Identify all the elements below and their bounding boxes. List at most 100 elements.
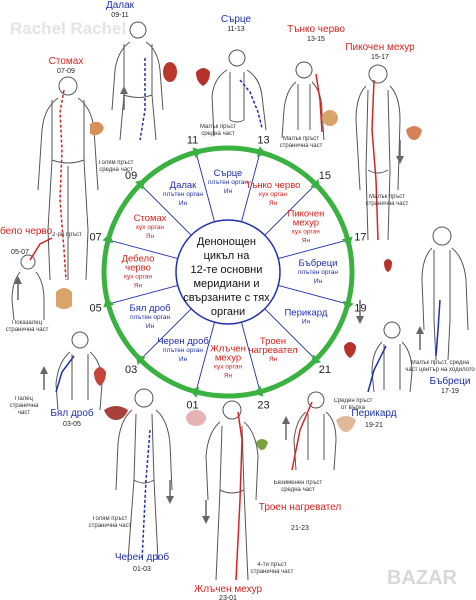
note-second-toe: 2-ри пръст [52,232,82,238]
outer-time-kidney: 17-19 [441,388,459,395]
sector-name: Бъбреци [299,258,338,269]
hour-label-09: 09 [125,170,137,182]
note-little-finger-side: Малък пръст странична част [279,136,323,149]
outer-label-large-intestine: Дебело черво [0,225,53,237]
heart-organ-icon [196,68,210,86]
outer-time-large-intestine: 05-07 [11,249,29,256]
center-line-6: органи [211,306,245,318]
hour-labels: 111315171921230103050709 [90,135,367,412]
sector-name: мехур [215,353,241,364]
outer-time-small-intestine: 13-15 [307,36,325,43]
sector-divider-line [140,184,192,236]
sector-dividers [108,152,348,392]
sector-detail: Ин [302,319,311,326]
sector-name: черво [125,263,151,274]
sector-divider-line [278,285,348,305]
outer-label-bladder: Пикочен мехур [345,42,415,53]
sector-name: Жлъчен [210,344,246,355]
sector-name: Дебело [122,254,155,265]
sector-divider-line [264,184,316,236]
sector-detail: плътен орган [163,347,203,354]
sector-name: Пикочен [287,209,324,220]
note-box-little-finger-mid: Малък пръст средна част [199,124,237,137]
sector-detail: кух орган [136,224,164,231]
figure-kidney [421,226,469,361]
outer-label-kidney: Бъбреци [430,375,471,387]
ring-arrow-icon [310,178,321,190]
watermark-logo-text: BAZAR [387,567,458,589]
arrow-down-head-icon [166,496,174,504]
note-box-second-toe: 2-ри пръст [52,232,82,238]
hour-label-17: 17 [354,232,366,244]
hour-label-01: 01 [186,399,198,411]
note-little-finger-mid: Малък пръст средна част [199,124,237,137]
note-box-index-finger: Показалец странична част [6,320,49,333]
arrow-down-head-icon [356,316,364,324]
note-box-fourth-toe: 4-ти пръст странична част [251,562,294,575]
sector-detail: Ян [269,356,278,363]
sector-detail: Ян [269,200,278,207]
stomach-organ-icon [90,121,104,136]
center-line-3: 12-те основни [191,264,263,276]
note-middle-finger: Среден пръст от върха [333,398,373,411]
note-box-little-toe-side: Малък пръст странична част [365,194,409,207]
sector-detail: Ян [224,373,233,380]
arrow-down-head-icon [202,516,210,524]
figure-small-intestine [281,61,325,141]
ring-arrow-icon [342,300,354,311]
hour-label-05: 05 [90,302,102,314]
sector-detail: Ин [146,323,155,330]
sector-detail: Ян [134,283,143,290]
pericardium-organ-icon [344,342,356,358]
arrow-up-head-icon [416,326,424,334]
sector-name: нагревател [248,345,297,356]
arrow-up-head-icon [282,416,290,424]
hour-label-13: 13 [257,135,269,147]
gallbladder-organ-icon [256,439,268,450]
watermark-text: Rachel Rachel [10,19,126,38]
liver-organ-icon [104,406,128,420]
ring-arrow-icon [341,236,353,247]
triple-heater-organ-icon [336,416,356,432]
arrow-down-head-icon [396,156,404,164]
arrow-up-head-icon [40,366,48,374]
large-intestine-organ-icon [56,288,72,309]
hour-label-03: 03 [125,364,137,376]
ring-arrow-icon [135,354,146,366]
figure-liver [115,388,173,561]
sector-divider-line [241,152,261,222]
figure-pericardium [367,321,413,393]
sector-detail: кух орган [124,274,152,281]
outer-label-lung: Бял дроб [50,407,94,419]
sector-divider-line [108,239,178,259]
note-box-little-toe-sole: Малък пръст, средна част център на ходил… [405,360,475,373]
sector-detail: кух орган [292,229,320,236]
sector-detail: Ян [146,233,155,240]
body-figures [11,21,469,581]
figure-bladder [355,64,401,241]
organ-icons [56,62,422,450]
brain-organ-icon [186,410,206,426]
note-little-toe-side: Малък пръст странична част [365,194,409,207]
sector-divider-line [140,308,192,360]
sector-detail: Ин [314,278,323,285]
outer-time-bladder: 15-17 [371,54,389,61]
outer-label-gallbladder: Жлъчен мехур [194,584,262,595]
hour-label-07: 07 [90,232,102,244]
sector-name: Тънко черво [246,180,301,191]
outer-time-triple-heater: 21-23 [291,525,309,532]
note-box-middle-finger: Среден пръст от върха [333,398,373,411]
ring-arrow-icon [103,297,115,308]
note-thumb: Палец странична част [9,396,39,416]
figure-gallbladder [205,400,259,581]
